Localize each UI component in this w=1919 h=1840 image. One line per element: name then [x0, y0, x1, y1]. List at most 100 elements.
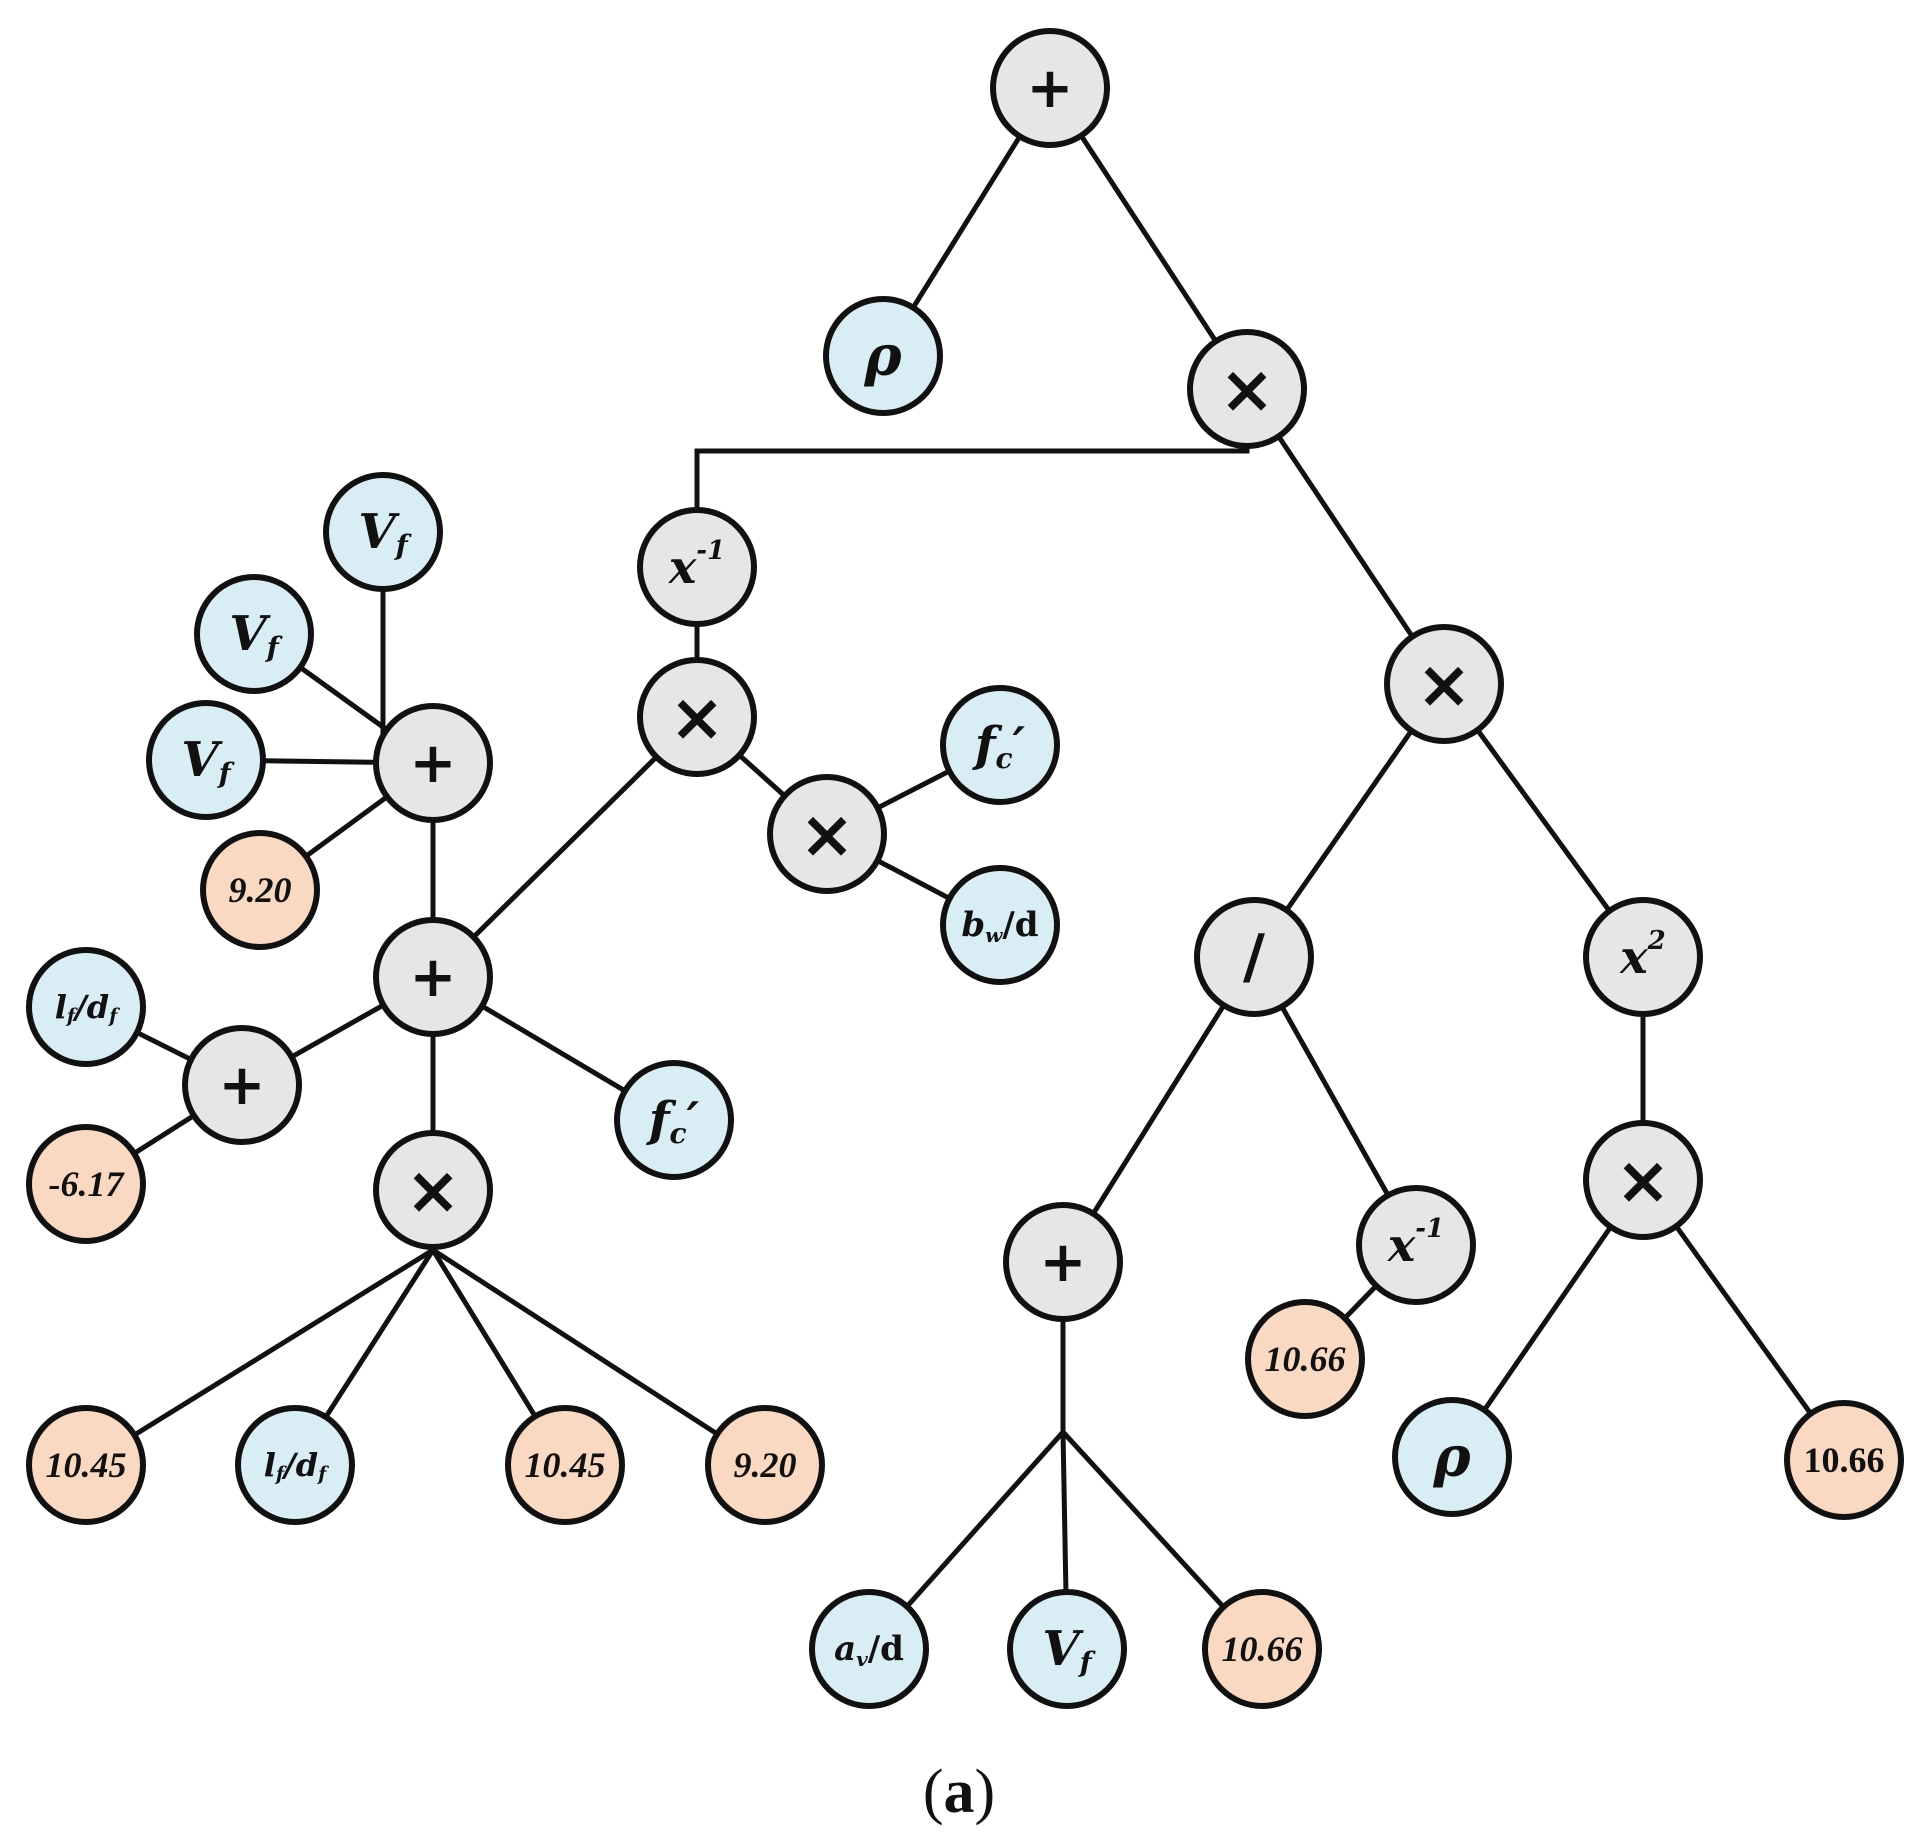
var-node-circle: [809, 1589, 929, 1709]
node-times-bottom: ×: [373, 1130, 493, 1250]
edge-times_top-to-inv_left: [694, 386, 1250, 570]
variable-symbol: b: [961, 905, 985, 945]
constant-value: 9.20: [734, 1445, 797, 1485]
variable-subscript: v: [856, 1647, 868, 1671]
var-node-circle: [940, 865, 1060, 985]
node-fc-mid: fc′: [614, 1060, 734, 1180]
variable-suffix: /d: [1002, 905, 1038, 945]
op-node-label: ×: [405, 1152, 460, 1229]
operator-superscript: -1: [696, 536, 725, 566]
var-node-circle: [194, 574, 314, 694]
op-node-label: +: [1027, 56, 1074, 121]
op-node-circle: [1187, 329, 1307, 449]
op-node-circle: [1356, 1185, 1476, 1305]
const-node-circle: [705, 1405, 825, 1525]
op-node-label: x2: [1619, 926, 1666, 984]
const-node-label: 10.66: [1222, 1629, 1303, 1669]
var-node-label: lf/df: [264, 1446, 329, 1485]
operator-symbol: +: [1040, 1230, 1087, 1295]
constant-value: 10.45: [46, 1445, 127, 1485]
var-node-circle: [235, 1405, 355, 1525]
op-node-label: +: [410, 945, 457, 1010]
variable-symbol: l: [55, 988, 67, 1026]
op-node-label: ×: [1416, 646, 1471, 723]
var-node-circle: [823, 296, 943, 416]
op-node-circle: [373, 703, 493, 823]
operator-symbol: ×: [1416, 646, 1471, 723]
node-vf-4: Vf: [1007, 1589, 1127, 1709]
const-node-circle: [505, 1405, 625, 1525]
op-node-circle: [1003, 1202, 1123, 1322]
node-plus-center: +: [373, 917, 493, 1037]
variable-symbol: V: [358, 504, 400, 560]
variable-symbol: V: [1042, 1621, 1084, 1677]
const-node-circle: [26, 1405, 146, 1525]
variable-symbol: V: [229, 606, 271, 662]
var-node-label: ρ: [863, 323, 902, 389]
edge-plus_right-to-c_1066_b: [1060, 1259, 1265, 1652]
figure-caption: (a): [923, 1758, 995, 1826]
op-node-circle: [373, 1130, 493, 1250]
tree-nodes: +ρ×x-1××fc′bw/d++VfVfVf9.20+lf/df-6.17fc…: [26, 28, 1904, 1709]
node-root-plus: +: [990, 28, 1110, 148]
node-fc-top: fc′: [940, 685, 1060, 805]
operator-superscript: -1: [1415, 1214, 1444, 1244]
variable-symbol: V: [181, 732, 223, 788]
op-node-label: ×: [1219, 351, 1274, 428]
op-node-circle: [1194, 897, 1314, 1017]
op-node-label: ×: [1615, 1142, 1670, 1219]
const-node-label: 9.20: [734, 1445, 797, 1485]
node-times-mid: ×: [637, 657, 757, 777]
const-node-label: -6.17: [49, 1164, 126, 1204]
variable-subscript: f: [274, 1463, 287, 1485]
var-node-label: fc′: [972, 717, 1026, 775]
const-node-label: 9.20: [229, 870, 292, 910]
variable-subscript: c: [995, 742, 1012, 775]
operator-symbol: ×: [405, 1152, 460, 1229]
node-c-1066-a: 10.66: [1245, 1299, 1365, 1419]
op-node-label: ×: [799, 796, 854, 873]
constant-value: 9.20: [229, 870, 292, 910]
const-node-label: 10.66: [1804, 1440, 1885, 1480]
var-node-circle: [1007, 1589, 1127, 1709]
op-node-label: x-1: [1387, 1214, 1444, 1272]
node-vf-3: Vf: [146, 700, 266, 820]
op-node-circle: [182, 1025, 302, 1145]
node-plus-right: +: [1003, 1202, 1123, 1322]
var-node-circle: [323, 472, 443, 592]
var-node-label: av/d: [834, 1629, 904, 1671]
node-c-1066-c: 10.66: [1784, 1400, 1904, 1520]
operator-symbol: ×: [1615, 1142, 1670, 1219]
node-div: /: [1194, 897, 1314, 1017]
operator-symbol: +: [219, 1053, 266, 1118]
variable-subscript: f: [316, 1463, 329, 1485]
const-node-label: 10.45: [525, 1445, 606, 1485]
const-node-label: 10.66: [1265, 1339, 1346, 1379]
operator-symbol: +: [1027, 56, 1074, 121]
operator-symbol: x: [1387, 1218, 1416, 1272]
constant-value: 10.66: [1265, 1339, 1346, 1379]
node-vf-2: Vf: [194, 574, 314, 694]
variable-subscript: f: [65, 1005, 78, 1027]
op-node-circle: [767, 774, 887, 894]
operator-symbol: ×: [799, 796, 854, 873]
node-rho-top: ρ: [823, 296, 943, 416]
var-node-circle: [26, 947, 146, 1067]
operator-symbol: +: [410, 945, 457, 1010]
variable-divider: /d: [72, 988, 109, 1026]
variable-subscript: w: [985, 923, 1003, 947]
edge-times_mid-to-plus_center: [430, 714, 700, 980]
variable-symbol: a: [834, 1629, 856, 1669]
var-node-label: lf/df: [55, 988, 120, 1027]
node-inv-right: x-1: [1356, 1185, 1476, 1305]
caption-letter: a: [944, 1758, 975, 1826]
op-node-label: ×: [669, 679, 724, 756]
var-node-circle: [146, 700, 266, 820]
node-times-sq: ×: [1583, 1120, 1703, 1240]
var-node-circle: [1392, 1397, 1512, 1517]
op-node-label: +: [1040, 1230, 1087, 1295]
node-times-top: ×: [1187, 329, 1307, 449]
node-lf-df-2: lf/df: [235, 1405, 355, 1525]
node-c-m617: -6.17: [26, 1124, 146, 1244]
